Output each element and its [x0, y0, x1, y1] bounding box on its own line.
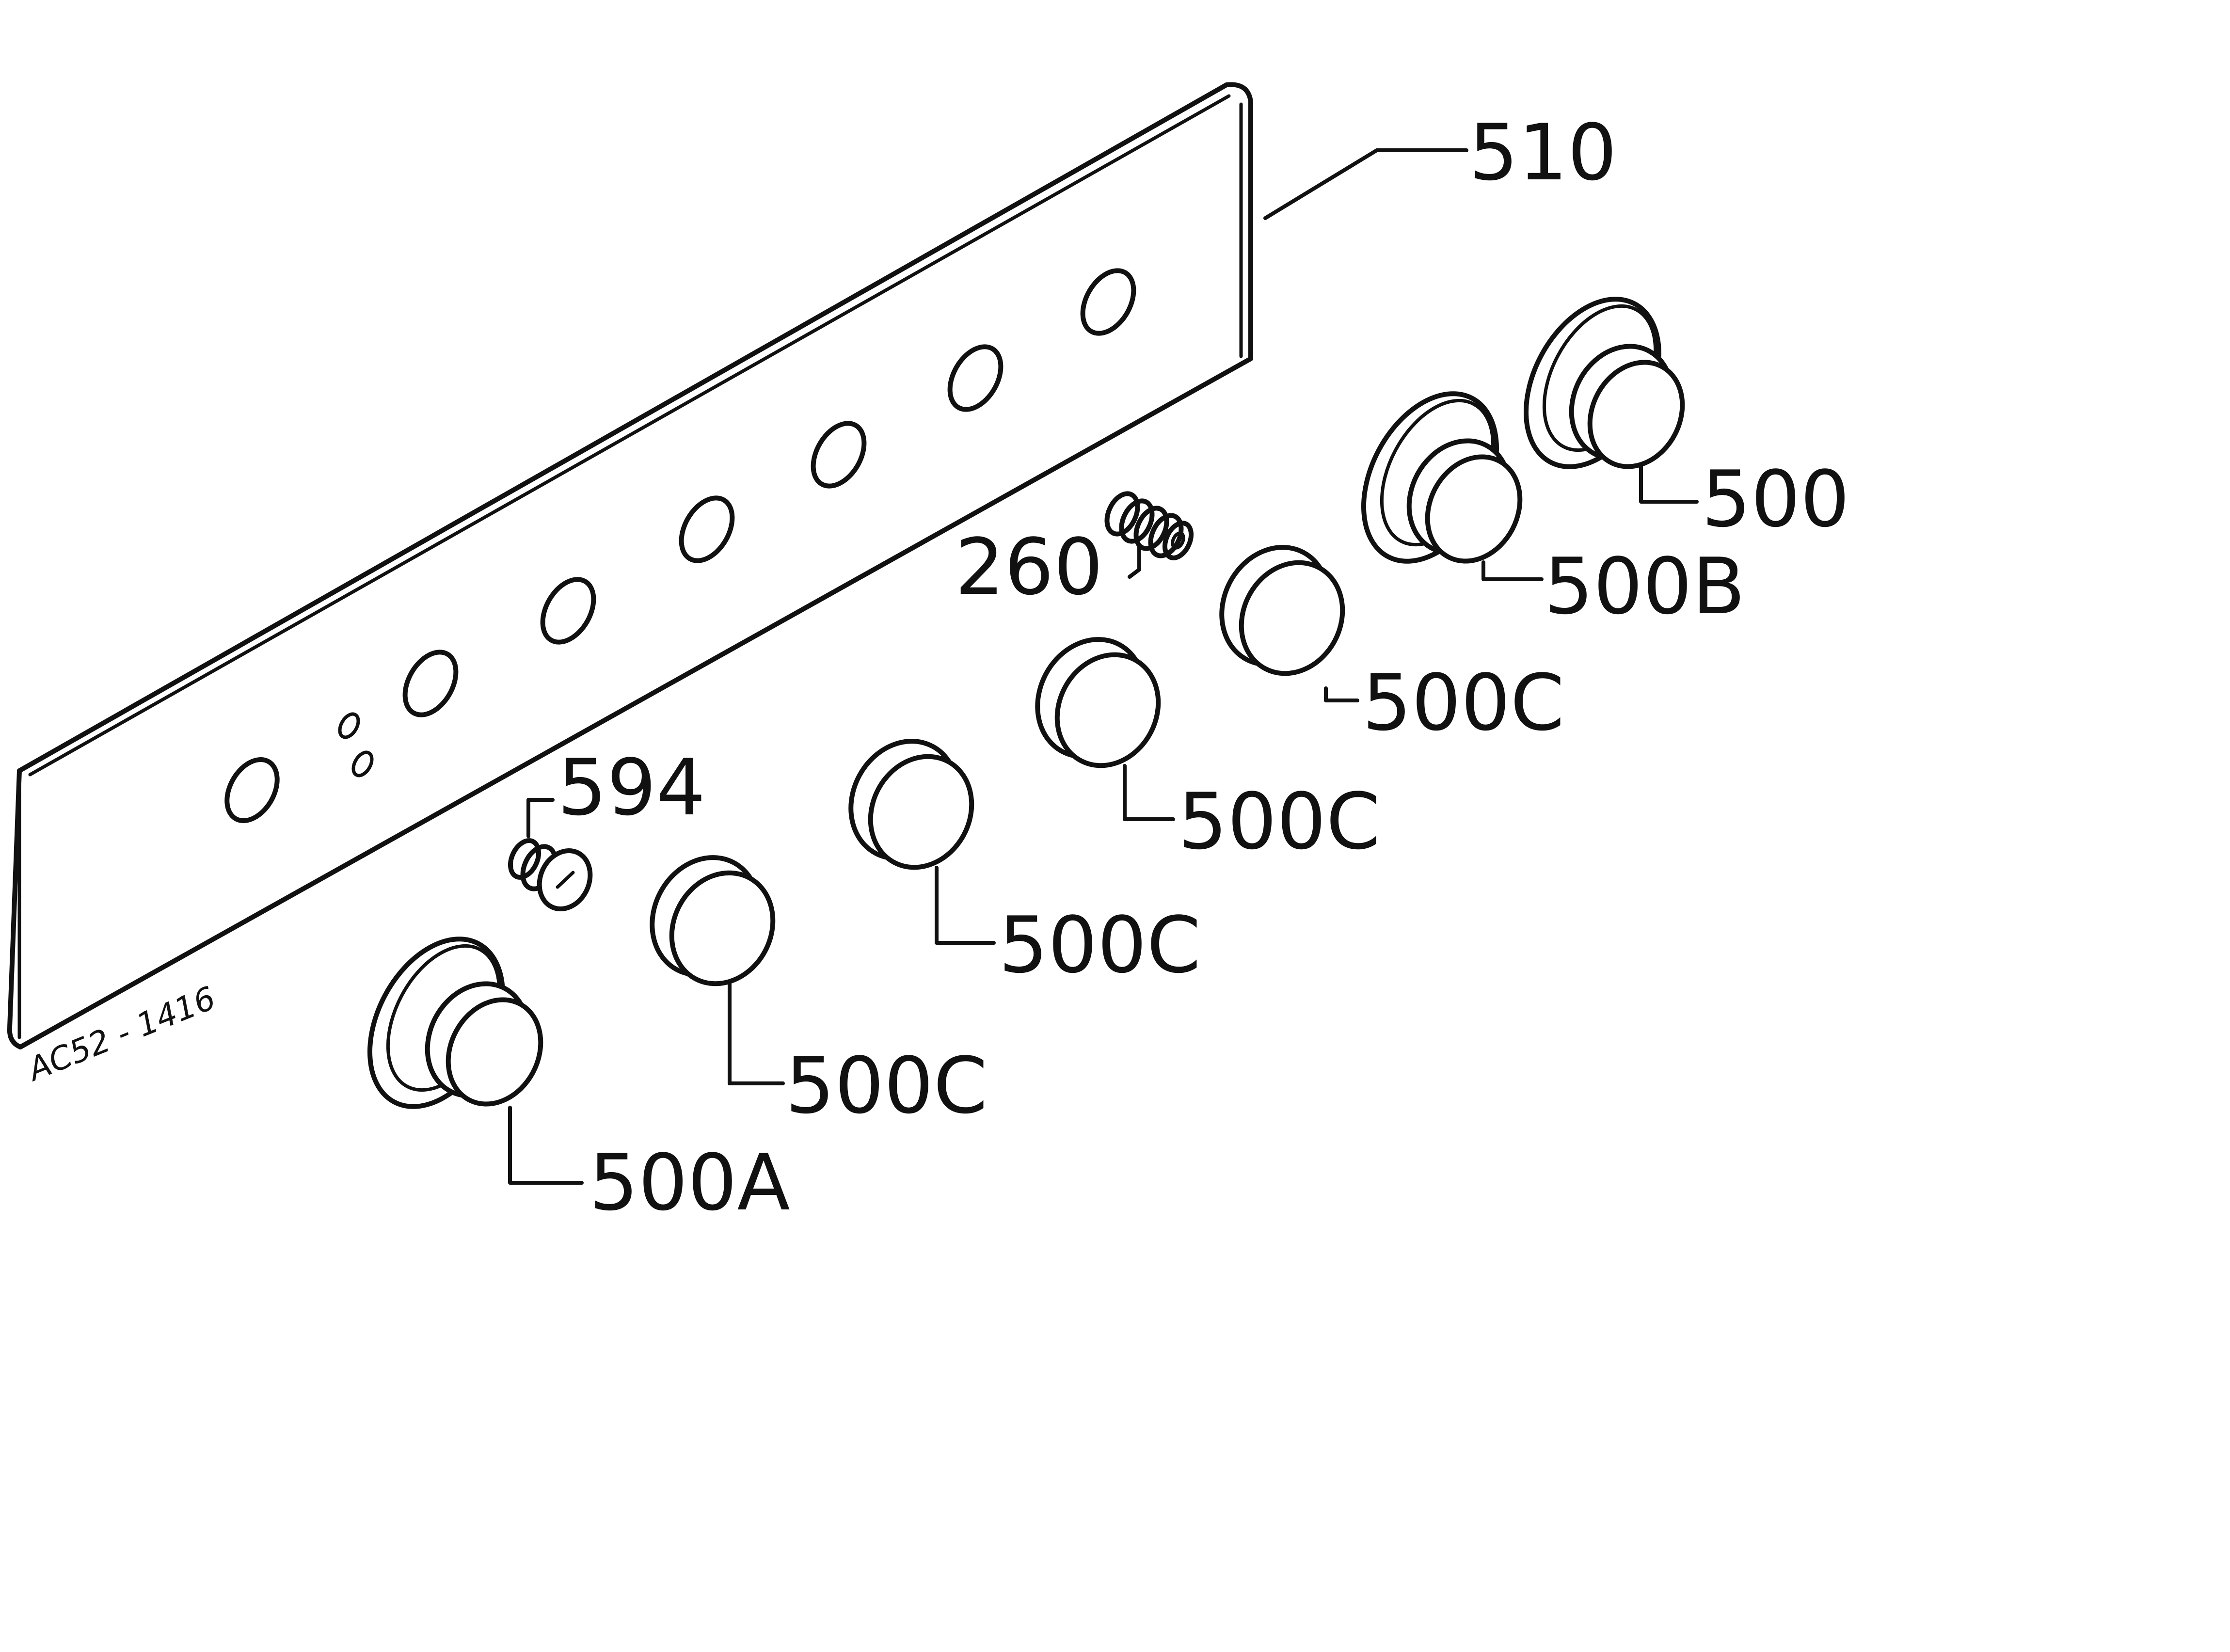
panel-holes [224, 268, 1136, 824]
knob-500a [367, 937, 543, 1109]
label-500c-4: 500C [785, 1040, 988, 1131]
label-260: 260 [955, 522, 1103, 612]
knob-500c-2 [1035, 637, 1161, 768]
knob-500c-1 [1219, 545, 1345, 676]
label-594: 594 [558, 742, 705, 833]
knob-500c-3 [848, 739, 974, 870]
label-500: 500 [1702, 454, 1849, 544]
knob-500c-4 [650, 855, 776, 986]
control-panel-510 [7, 82, 1253, 1049]
screw-594 [508, 838, 593, 912]
label-500c-2: 500C [1178, 776, 1380, 867]
label-500c-3: 500C [999, 900, 1201, 990]
knob-500b [1361, 391, 1523, 564]
leader-lines [508, 148, 1699, 1185]
label-510: 510 [1469, 107, 1617, 198]
callout-labels: 510 500 500B 260 500C 500C 500C 500C 594… [558, 107, 1849, 1228]
drawing-number: AC52 - 1416 [21, 979, 221, 1089]
label-500b: 500B [1544, 541, 1745, 632]
label-500c-1: 500C [1362, 657, 1564, 748]
label-500a: 500A [589, 1137, 790, 1228]
spring-260 [1104, 491, 1194, 560]
knob-500 [1523, 297, 1685, 469]
